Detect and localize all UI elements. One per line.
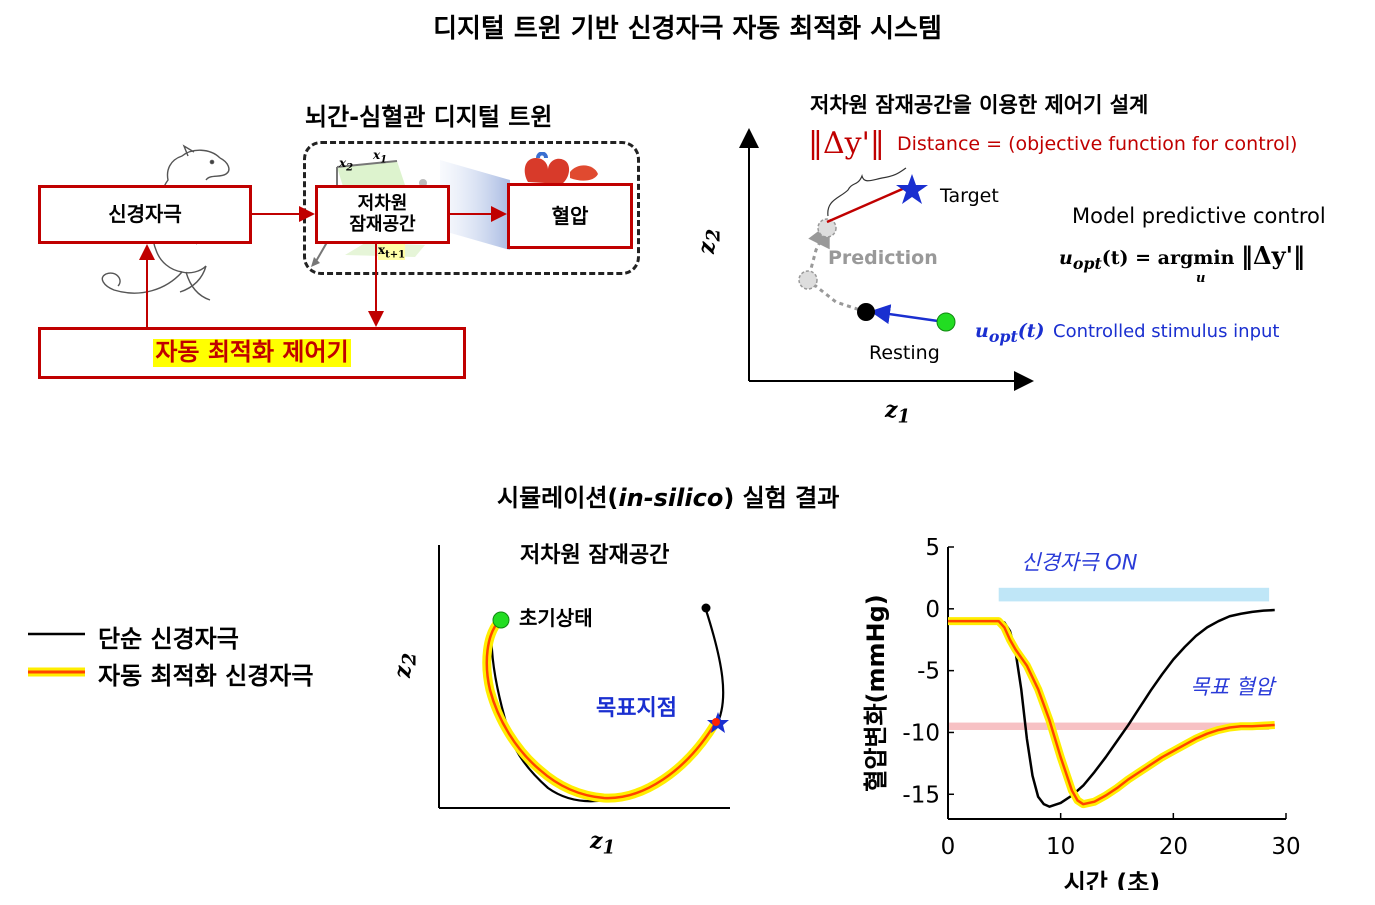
results-title: 시뮬레이션(in-silico) 실험 결과 xyxy=(497,484,840,512)
left-arrows xyxy=(139,206,507,327)
mpc-eq-mid: (t) = argmin xyxy=(1101,247,1235,269)
mpc-u-sub: opt xyxy=(1072,253,1102,273)
blood-pressure-box: 혈압 xyxy=(507,183,633,249)
projection-beam xyxy=(440,160,510,250)
series-optimized-glow xyxy=(948,617,1275,809)
latent-box-line2: 잠재공간 xyxy=(349,213,416,235)
series-simple-line xyxy=(948,608,1275,808)
heart-icon xyxy=(524,152,598,184)
target-label: Target xyxy=(940,185,999,207)
distance-text: Distance = (objective function for contr… xyxy=(897,133,1298,155)
x-tick-label: 10 xyxy=(1046,834,1075,860)
stim-on-band xyxy=(998,587,1270,602)
controller-box: 자동 최적화 제어기 xyxy=(38,327,466,379)
controlled-text: Controlled stimulus input xyxy=(1053,321,1280,342)
initial-state-label: 초기상태 xyxy=(519,606,593,630)
uopt-paren: (t) xyxy=(1017,320,1045,342)
prediction-label: Prediction xyxy=(828,247,938,269)
mpc-title: Model predictive control xyxy=(1072,204,1326,228)
uopt-sub: opt xyxy=(988,326,1018,346)
controller-label: 자동 최적화 제어기 xyxy=(153,338,351,367)
x-tick-label: 30 xyxy=(1271,834,1300,860)
target-point-label: 목표지점 xyxy=(596,696,677,721)
latent-trajectory-plot xyxy=(438,545,730,809)
delta-y-label: ‖Δy'‖ xyxy=(808,126,885,161)
mpc-delta: ‖Δy'‖ xyxy=(1241,241,1305,270)
mpc-equation: uopt(t) = argmin ‖Δy'‖ xyxy=(1059,241,1305,273)
y-tick-label: 0 xyxy=(925,597,940,623)
latent-optimized-trajectory xyxy=(485,619,718,800)
y-tick-label: -10 xyxy=(902,720,940,746)
results-axis-z1: z1 xyxy=(590,828,616,859)
resting-label: Resting xyxy=(869,342,940,364)
latent-control-diagram xyxy=(739,128,1034,391)
mpc-u: u xyxy=(1059,247,1073,269)
y-axis-label: 혈압변화(mmHg) xyxy=(862,594,890,792)
right-axis-z2: z2 xyxy=(694,228,725,254)
y-tick-label: 5 xyxy=(925,535,940,561)
x-axis-label: 시간 (초) xyxy=(1064,869,1161,890)
axis-xt1-label: xt+1 xyxy=(378,243,406,261)
right-axis-z1: z1 xyxy=(885,397,911,428)
controller-design-title: 저차원 잠재공간을 이용한 제어기 설계 xyxy=(810,93,1149,117)
legend-optimized: 자동 최적화 신경자극 xyxy=(98,662,314,690)
mpc-argmin-sub: u xyxy=(1196,271,1206,286)
main-title: 디지털 트윈 기반 신경자극 자동 최적화 시스템 xyxy=(433,14,942,44)
latent-plot-title: 저차원 잠재공간 xyxy=(520,543,670,568)
x-tick-label: 0 xyxy=(941,834,956,860)
legend-lines xyxy=(28,632,85,677)
axis-x2-label: x2 xyxy=(339,156,354,174)
latent-box-line1: 저차원 xyxy=(357,192,408,214)
target-bp-label: 목표 혈압 xyxy=(1190,675,1277,699)
stimulation-box: 신경자극 xyxy=(38,185,252,244)
x-tick-label: 20 xyxy=(1159,834,1188,860)
axis-x1-label: x1 xyxy=(373,148,388,166)
legend-simple: 단순 신경자극 xyxy=(98,625,239,653)
digital-twin-title: 뇌간-심혈관 디지털 트윈 xyxy=(305,103,553,131)
uopt-label: uopt(t) xyxy=(975,320,1045,346)
uopt-u: u xyxy=(975,320,989,342)
y-tick-label: -5 xyxy=(917,659,940,685)
y-tick-label: -15 xyxy=(902,782,940,808)
series-optimized-line xyxy=(948,619,1275,806)
results-axis-z2: z2 xyxy=(390,652,421,678)
target-bp-band xyxy=(948,722,1270,730)
stim-on-label: 신경자극 ON xyxy=(1021,550,1137,574)
